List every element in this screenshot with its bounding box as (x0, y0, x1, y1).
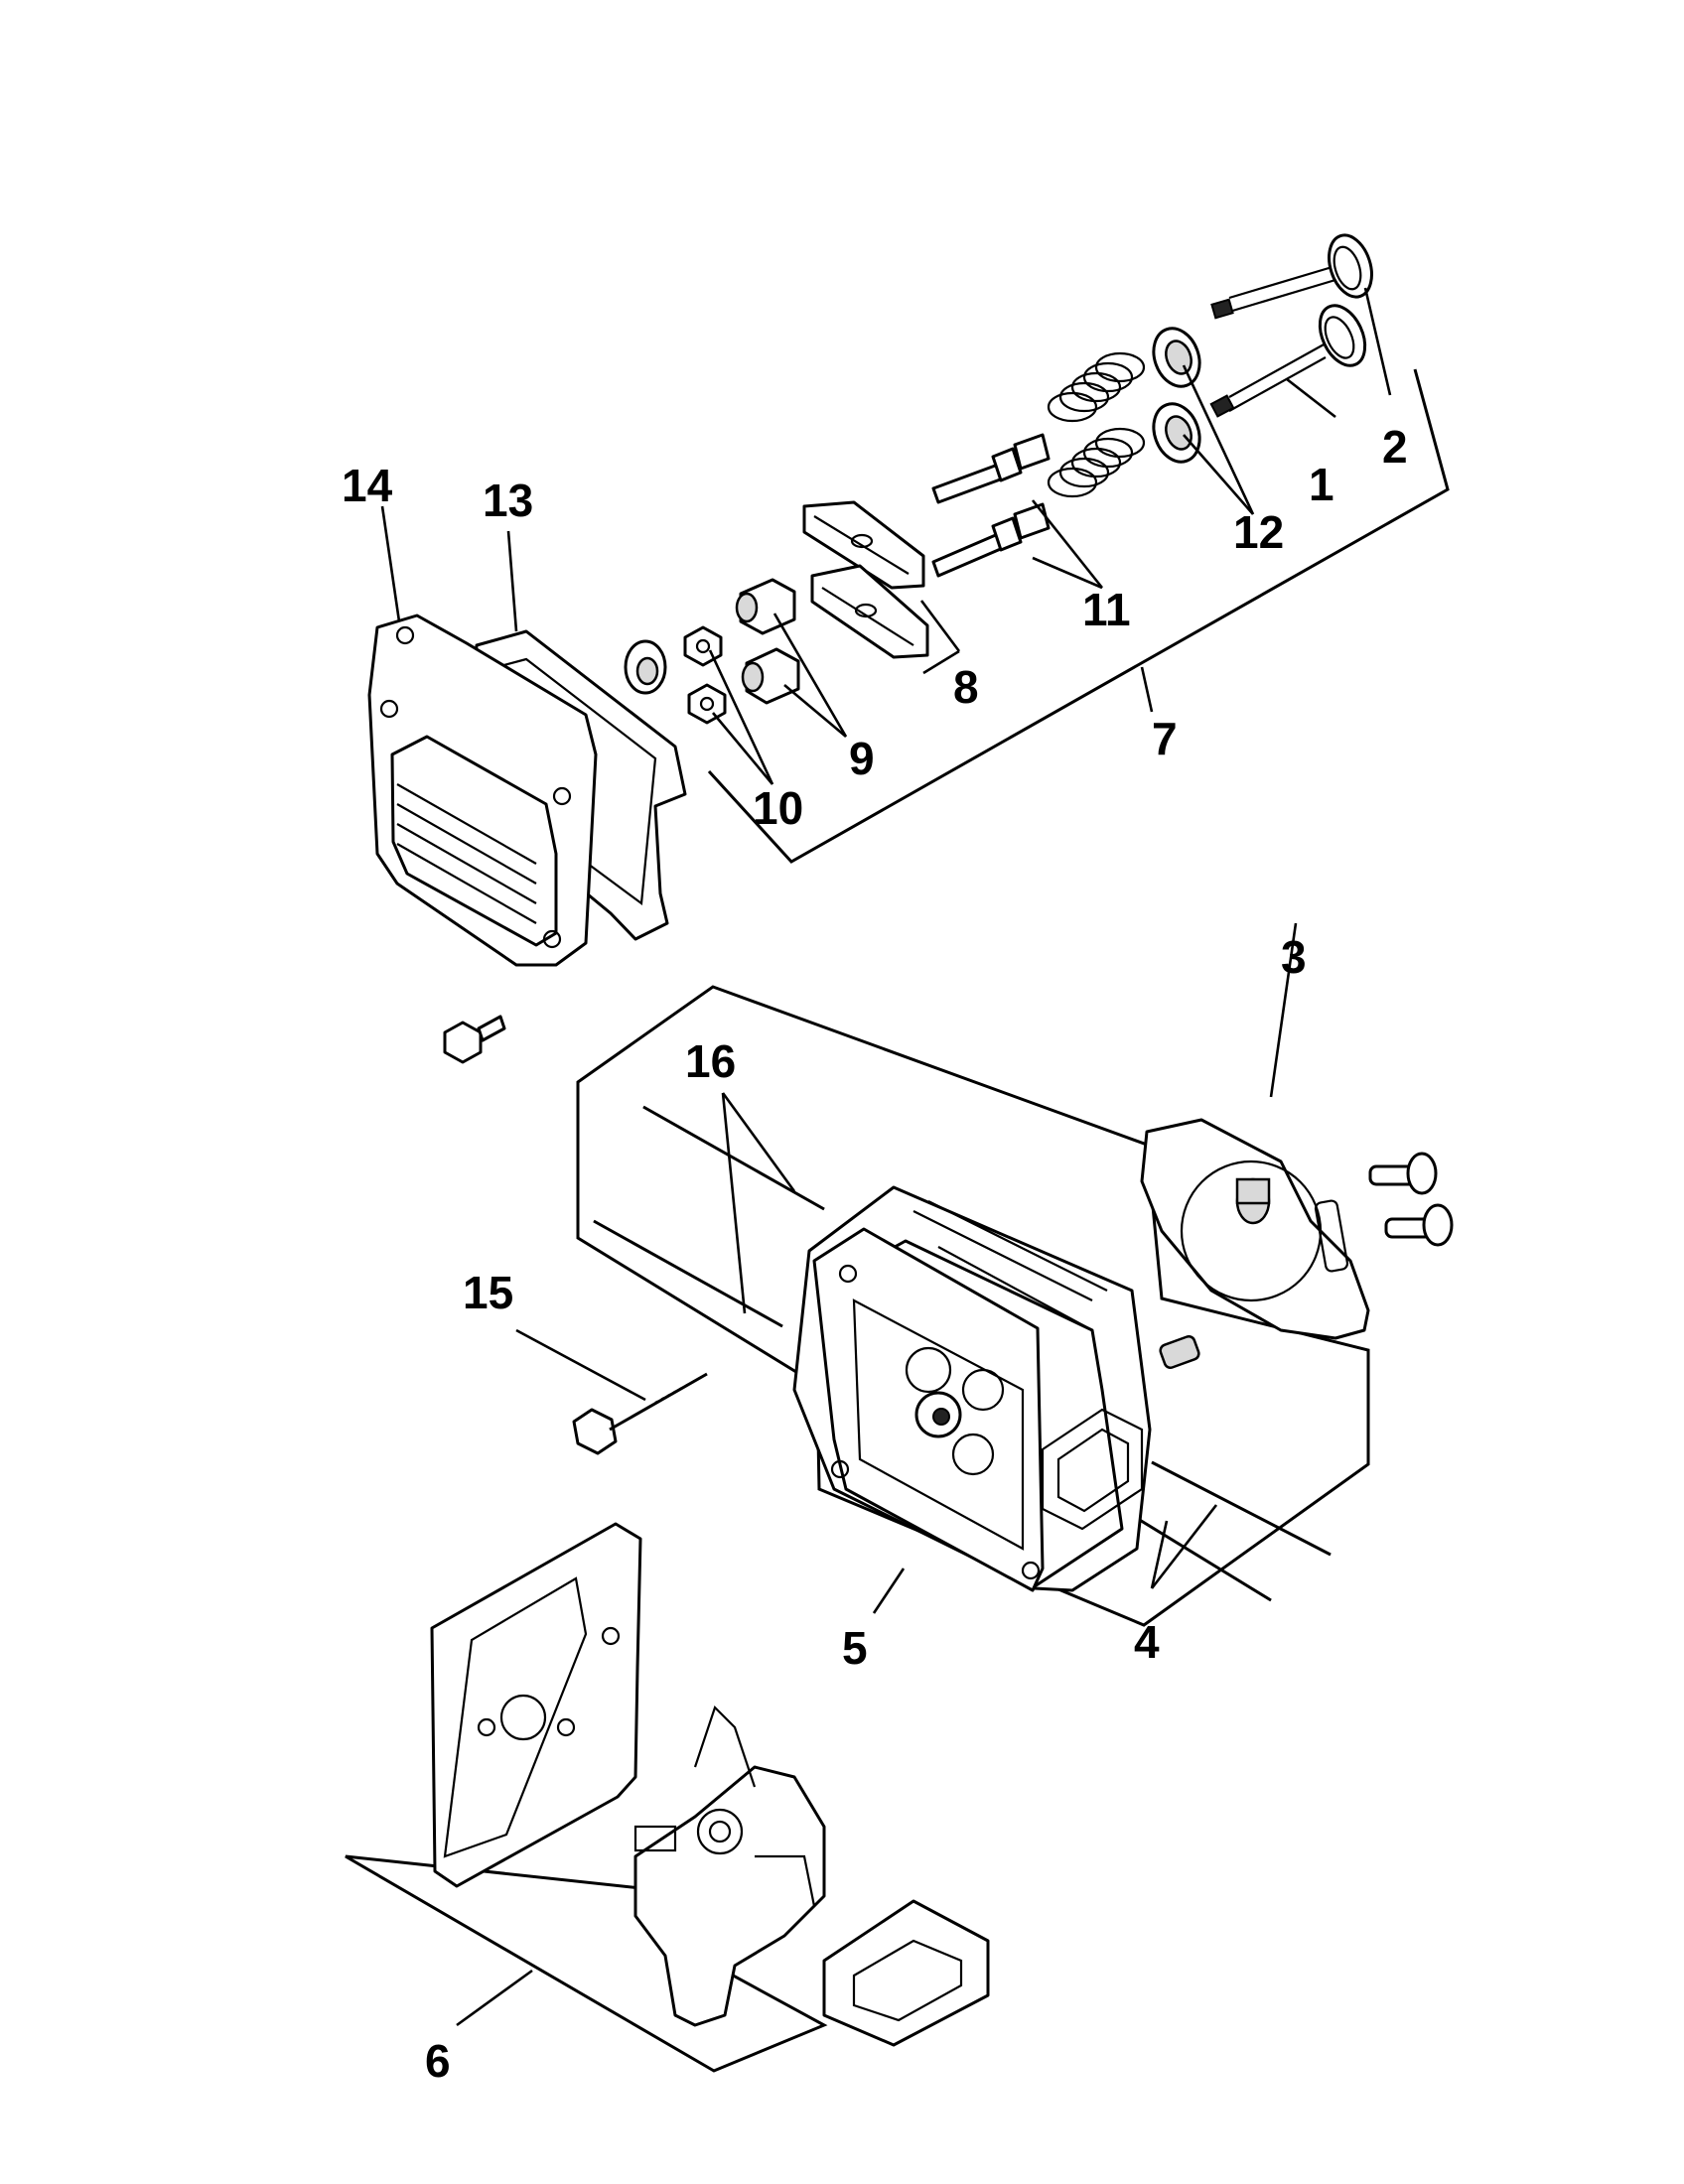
stud-4-upper[interactable] (1151, 1460, 1332, 1557)
carburetor-insulator[interactable] (430, 1522, 642, 1888)
assembly-5-boundary (576, 985, 1370, 1627)
retainer-12-lower[interactable] (1146, 397, 1207, 468)
valve-spring-upper[interactable] (1047, 351, 1146, 423)
callout-5: 5 (842, 1622, 868, 1674)
callout-8: 8 (953, 661, 979, 713)
push-rod-guide-11-lower[interactable] (931, 502, 1051, 578)
valve-1[interactable] (1209, 299, 1374, 418)
callout-7: 7 (1152, 713, 1178, 764)
rocker-cover-14[interactable] (367, 614, 598, 967)
callout-13: 13 (483, 475, 533, 526)
cylinder-head-gasket-3[interactable] (1140, 1118, 1370, 1340)
cylinder-head-5[interactable] (792, 1185, 1152, 1592)
rocker-arm-8-upper[interactable] (802, 500, 925, 590)
rocker-arm-8-lower[interactable] (810, 564, 929, 659)
callout-16: 16 (685, 1035, 736, 1087)
callout-4: 4 (1134, 1616, 1160, 1668)
push-rod-guide-11-upper[interactable] (931, 433, 1051, 504)
leader-lines (380, 287, 1392, 2027)
callout-2: 2 (1382, 421, 1408, 473)
valve-spring-lower[interactable] (1047, 427, 1146, 498)
head-bolts[interactable] (1368, 1152, 1454, 1247)
nut-10-lower[interactable] (687, 683, 727, 725)
stud-16-lower[interactable] (593, 1219, 783, 1328)
callout-9: 9 (849, 733, 875, 784)
callout-3: 3 (1281, 931, 1307, 983)
callout-15: 15 (463, 1267, 513, 1318)
callout-10: 10 (753, 782, 803, 834)
valve-2[interactable] (1210, 229, 1378, 320)
carburetor[interactable] (633, 1705, 826, 2027)
spark-plug-cap-washer[interactable] (624, 639, 667, 695)
callout-labels: 1 2 3 4 5 6 7 8 9 10 11 12 13 14 15 16 (342, 421, 1408, 2087)
carburetor-gasket[interactable] (822, 1899, 990, 2047)
retainer-12-upper[interactable] (1146, 322, 1207, 392)
dowel-pin[interactable] (1159, 1335, 1200, 1370)
callout-11: 11 (1082, 584, 1131, 635)
rocker-pivot-9-lower[interactable] (741, 647, 800, 705)
kit-7-boundary (707, 368, 1450, 864)
flange-bolt-15[interactable] (572, 1372, 708, 1455)
callout-12: 12 (1233, 506, 1284, 558)
stud-16-upper[interactable] (642, 1105, 825, 1211)
rocker-pivot-9-upper[interactable] (735, 578, 796, 635)
callout-6: 6 (425, 2035, 451, 2087)
callout-14: 14 (342, 460, 393, 511)
rocker-cover-bolt[interactable] (443, 1015, 506, 1064)
callout-1: 1 (1309, 459, 1334, 510)
